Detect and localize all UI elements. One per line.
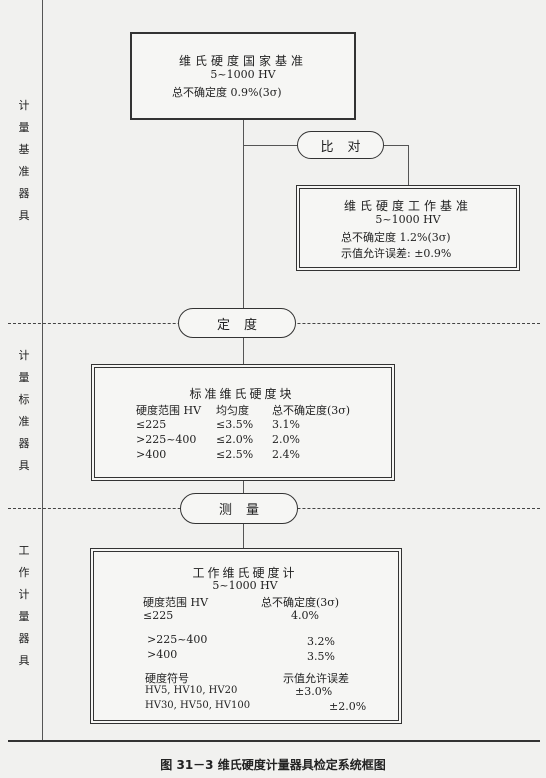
national-standard-uncertainty: 总不确定度 0.9%(3σ) xyxy=(172,86,282,99)
connector-main-1 xyxy=(243,120,244,308)
connector-main-3 xyxy=(243,481,244,493)
standard-block-row-3-uniformity: ≤2.5% xyxy=(216,448,254,461)
left-divider xyxy=(42,0,43,740)
section-label-reference: 计量基准器具 xyxy=(18,99,30,222)
hardness-tester-tol-row-1-symbol: HV5, HV10, HV20 xyxy=(145,685,238,696)
connector-compare-right xyxy=(384,145,408,146)
bottom-rule xyxy=(8,740,540,742)
connector-main-4 xyxy=(243,524,244,548)
working-standard-uncertainty: 总不确定度 1.2%(3σ) xyxy=(341,231,451,244)
connector-main-2 xyxy=(243,338,244,364)
hardness-tester-header-uncertainty: 总不确定度(3σ) xyxy=(261,596,340,609)
standard-block-row-1-uncertainty: 3.1% xyxy=(272,418,300,431)
standard-block-row-1-range: ≤225 xyxy=(136,418,167,431)
compare-node: 比对 xyxy=(297,131,384,159)
measure-node: 测量 xyxy=(180,493,298,524)
hardness-tester-row-1-range: ≤225 xyxy=(143,609,174,622)
national-standard-title: 维氏硬度国家基准 xyxy=(178,54,307,68)
hardness-tester-title: 工作维氏硬度计 xyxy=(192,566,298,580)
standard-block-row-1-uniformity: ≤3.5% xyxy=(216,418,254,431)
hardness-tester-tol-row-2-symbol: HV30, HV50, HV100 xyxy=(145,700,251,711)
hardness-tester-row-1-uncertainty: 4.0% xyxy=(291,609,319,622)
hardness-tester-tol-row-2-error: ±2.0% xyxy=(329,700,367,713)
standard-block-header-uncertainty: 总不确定度(3σ) xyxy=(272,404,351,417)
connector-compare-down xyxy=(408,145,409,185)
national-standard-range: 5~1000 HV xyxy=(210,68,276,81)
standard-block-row-2-range: >225~400 xyxy=(136,433,197,446)
standard-block-box: 标准维氏硬度块 硬度范围 HV 均匀度 总不确定度(3σ) ≤225 ≤3.5%… xyxy=(91,364,395,481)
hardness-tester-row-3-range: >400 xyxy=(147,648,178,661)
calibrate-node: 定度 xyxy=(178,308,296,338)
working-standard-range: 5~1000 HV xyxy=(375,213,441,226)
hardness-tester-row-2-range: >225~400 xyxy=(147,633,208,646)
standard-block-header-range: 硬度范围 HV xyxy=(136,404,202,417)
working-standard-title: 维氏硬度工作基准 xyxy=(343,199,472,213)
standard-block-row-3-uncertainty: 2.4% xyxy=(272,448,300,461)
hardness-tester-box: 工作维氏硬度计 5~1000 HV 硬度范围 HV 总不确定度(3σ) ≤225… xyxy=(90,548,402,724)
working-standard-box: 维氏硬度工作基准 5~1000 HV 总不确定度 1.2%(3σ) 示值允许误差… xyxy=(296,185,520,271)
standard-block-row-2-uncertainty: 2.0% xyxy=(272,433,300,446)
hardness-tester-range: 5~1000 HV xyxy=(212,579,278,592)
figure-caption: 图 31－3 维氏硬度计量器具检定系统框图 xyxy=(160,758,386,772)
connector-compare-left xyxy=(243,145,297,146)
hardness-tester-header-range: 硬度范围 HV xyxy=(143,596,209,609)
standard-block-header-uniformity: 均匀度 xyxy=(216,404,249,417)
national-standard-box: 维氏硬度国家基准 5~1000 HV 总不确定度 0.9%(3σ) xyxy=(130,32,356,120)
hardness-tester-tol-row-1-error: ±3.0% xyxy=(295,685,333,698)
standard-block-row-2-uniformity: ≤2.0% xyxy=(216,433,254,446)
section-label-standard: 计量标准器具 xyxy=(18,349,30,472)
standard-block-row-3-range: >400 xyxy=(136,448,167,461)
section-label-working: 工作计量器具 xyxy=(18,544,30,667)
hardness-tester-row-2-uncertainty: 3.2% xyxy=(307,635,335,648)
hardness-tester-row-3-uncertainty: 3.5% xyxy=(307,650,335,663)
standard-block-title: 标准维氏硬度块 xyxy=(189,387,295,401)
working-standard-tolerance: 示值允许误差: ±0.9% xyxy=(341,247,452,260)
hardness-tester-tol-header-error: 示值允许误差 xyxy=(283,672,349,685)
hardness-tester-tol-header-symbol: 硬度符号 xyxy=(145,672,189,685)
